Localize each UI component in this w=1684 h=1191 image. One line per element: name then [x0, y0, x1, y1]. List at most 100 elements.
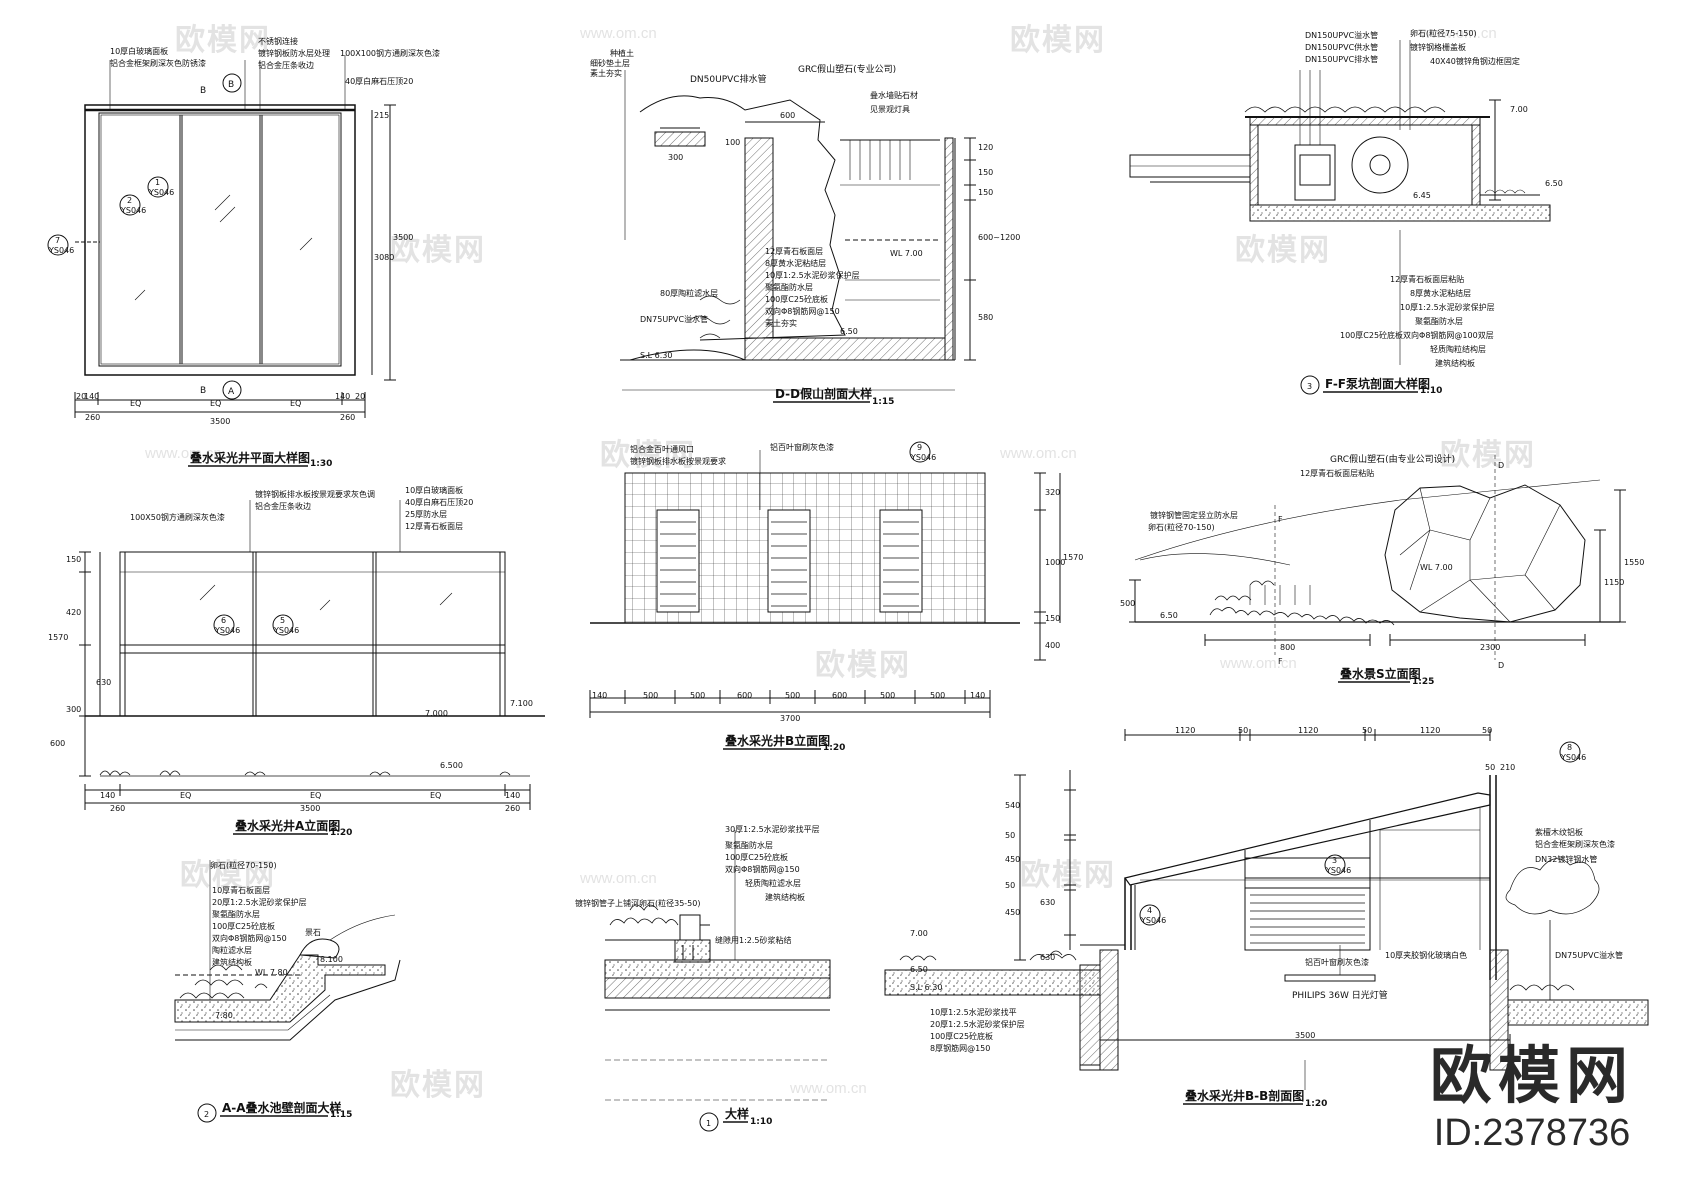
aa-note: 100厚C25砼底板 — [212, 921, 275, 931]
dimension: 320 — [1045, 488, 1060, 497]
dimension: 600 — [832, 691, 847, 700]
b-note: 铝合金百叶通风口 — [630, 444, 694, 454]
dimension: 150 — [978, 168, 993, 177]
callout-number: 8 — [1567, 743, 1572, 752]
ff-note: 卵石(粒径75-150) — [1410, 28, 1477, 38]
aa-note: 卵石(粒径70-150) — [210, 860, 277, 870]
pipe-label: DN150UPVC溢水管 — [1305, 30, 1378, 40]
dd-label: 叠水墙贴石材 — [870, 90, 918, 100]
level: 7.00 — [910, 929, 928, 938]
dimension: 500 — [930, 691, 945, 700]
ff-layer: 10厚1:2.5水泥砂浆保护层 — [1400, 302, 1495, 312]
dimension: 140 — [335, 392, 350, 401]
callout-ref: YS046 — [148, 188, 174, 197]
dimension: 600~1200 — [978, 233, 1020, 242]
level: 6.50 — [840, 327, 858, 336]
a-note: 100X50钢方通刷深灰色漆 — [130, 512, 225, 522]
dd-label: GRC假山塑石(专业公司) — [798, 63, 896, 75]
dimension: 1120 — [1298, 726, 1318, 735]
dimension: 3700 — [780, 714, 800, 723]
dimension: 630 — [96, 678, 111, 687]
dimension: 150 — [66, 555, 81, 564]
callout-ref: YS046 — [120, 206, 146, 215]
dd-label: DN75UPVC溢水管 — [640, 314, 708, 324]
dimension: 50 — [1362, 726, 1372, 735]
bb-note: DN75UPVC溢水管 — [1555, 950, 1623, 960]
panel-title: 叠水景S立面图 — [1340, 666, 1421, 681]
a-elevation-texts: 100X50钢方通刷深灰色漆 镀锌钢板排水板按景观要求灰色调 铝合金压条收边 1… — [48, 485, 533, 838]
dimension: 50 — [1005, 881, 1015, 890]
dimension: 140 — [592, 691, 607, 700]
watermark-brand: 欧模网 — [390, 234, 486, 267]
ff-layer: 8厚黄水泥粘结层 — [1410, 288, 1471, 298]
dimension: 120 — [978, 143, 993, 152]
ff-layer: 建筑结构板 — [1435, 358, 1475, 368]
watermark-url: www.om.cn — [1420, 25, 1497, 42]
aa-note: 双向Φ8钢筋网@150 — [212, 933, 287, 943]
panel-scale: 1:10 — [750, 1117, 772, 1127]
dimension: 3080 — [374, 253, 394, 262]
callout-bubble — [1324, 854, 1346, 876]
dimension: 500 — [880, 691, 895, 700]
dimension: 3500 — [210, 417, 230, 426]
dimension: 400 — [1045, 641, 1060, 650]
level: 7.00 — [1510, 105, 1528, 114]
model-id: ID:2378736 — [1433, 1112, 1631, 1154]
dimension: 600 — [737, 691, 752, 700]
callout-ref: YS046 — [214, 626, 240, 635]
a-note: 铝合金压条收边 — [255, 501, 311, 511]
aa-note: 聚氨酯防水层 — [212, 909, 260, 919]
dimension: 50 — [1482, 726, 1492, 735]
plan-note: 10厚白玻璃面板 — [110, 46, 168, 56]
bb-note: 20厚1:2.5水泥砂浆保护层 — [930, 1019, 1025, 1029]
a-note: 10厚白玻璃面板 — [405, 485, 463, 495]
a-note: 40厚白麻石压顶20 — [405, 497, 473, 507]
dimension: 500 — [1120, 599, 1135, 608]
dimension: 20 — [76, 392, 86, 401]
a-elevation — [79, 500, 545, 810]
callout-bubble — [119, 194, 141, 216]
plan-note: 铝合金压条收边 — [258, 60, 314, 70]
callout-bubble — [47, 234, 69, 256]
dd-label: 种植土 — [610, 48, 634, 58]
dimension: 150 — [1045, 614, 1060, 623]
callout-bubble — [213, 614, 235, 636]
level: 6.500 — [440, 761, 463, 770]
water-level: WL 7.80 — [255, 968, 288, 977]
dimension: 1570 — [1063, 553, 1083, 562]
panel-scale: 1:20 — [330, 828, 352, 838]
section-mark: D — [1498, 661, 1504, 670]
dd-label: DN50UPVC排水管 — [690, 73, 767, 85]
detail-bubble — [699, 1112, 719, 1132]
aa-texts: 卵石(粒径70-150) 10厚青石板面层 20厚1:2.5水泥砂浆保护层 聚氨… — [197, 860, 352, 1123]
level: 7.100 — [510, 699, 533, 708]
callout-ref: YS046 — [273, 626, 299, 635]
callout-ref: YS046 — [1325, 866, 1351, 875]
plan-note: 镀锌钢板防水层处理 — [258, 48, 330, 58]
aa-note: 建筑结构板 — [212, 957, 252, 967]
d1-label: 缝隙用1:2.5砂浆粘结 — [715, 935, 792, 945]
level: 6.50 — [1545, 179, 1563, 188]
panel-scale: 1:25 — [1412, 677, 1434, 687]
callout-ref: YS046 — [1140, 916, 1166, 925]
dd-layer: 聚氨酯防水层 — [765, 282, 813, 292]
dimension: 20 — [355, 392, 365, 401]
callout-bubble — [1139, 904, 1161, 926]
bb-note: 铝百叶窗刷灰色漆 — [1305, 957, 1369, 967]
callout-number: 2 — [127, 196, 132, 205]
ff-layer: 100厚C25砼底板双向Φ8钢筋网@100双层 — [1340, 330, 1494, 340]
section-mark: F — [1278, 657, 1283, 666]
panel-scale: 1:10 — [1420, 386, 1442, 396]
s-elevation — [1129, 455, 1626, 660]
dimension: EQ — [130, 399, 141, 408]
dimension: EQ — [180, 791, 191, 800]
detail-number: 3 — [1307, 382, 1312, 391]
detail-1 — [604, 830, 831, 1101]
b-note: 镀锌钢板排水板按景观要求 — [630, 456, 726, 466]
panel-title: F-F泵坑剖面大样图 — [1325, 376, 1430, 391]
dimension: EQ — [210, 399, 221, 408]
callout-number: 1 — [155, 178, 160, 187]
s-note: 镀锌钢管固定竖立防水层 — [1150, 510, 1238, 520]
dimension: 1150 — [1604, 578, 1624, 587]
dimension: 1120 — [1175, 726, 1195, 735]
